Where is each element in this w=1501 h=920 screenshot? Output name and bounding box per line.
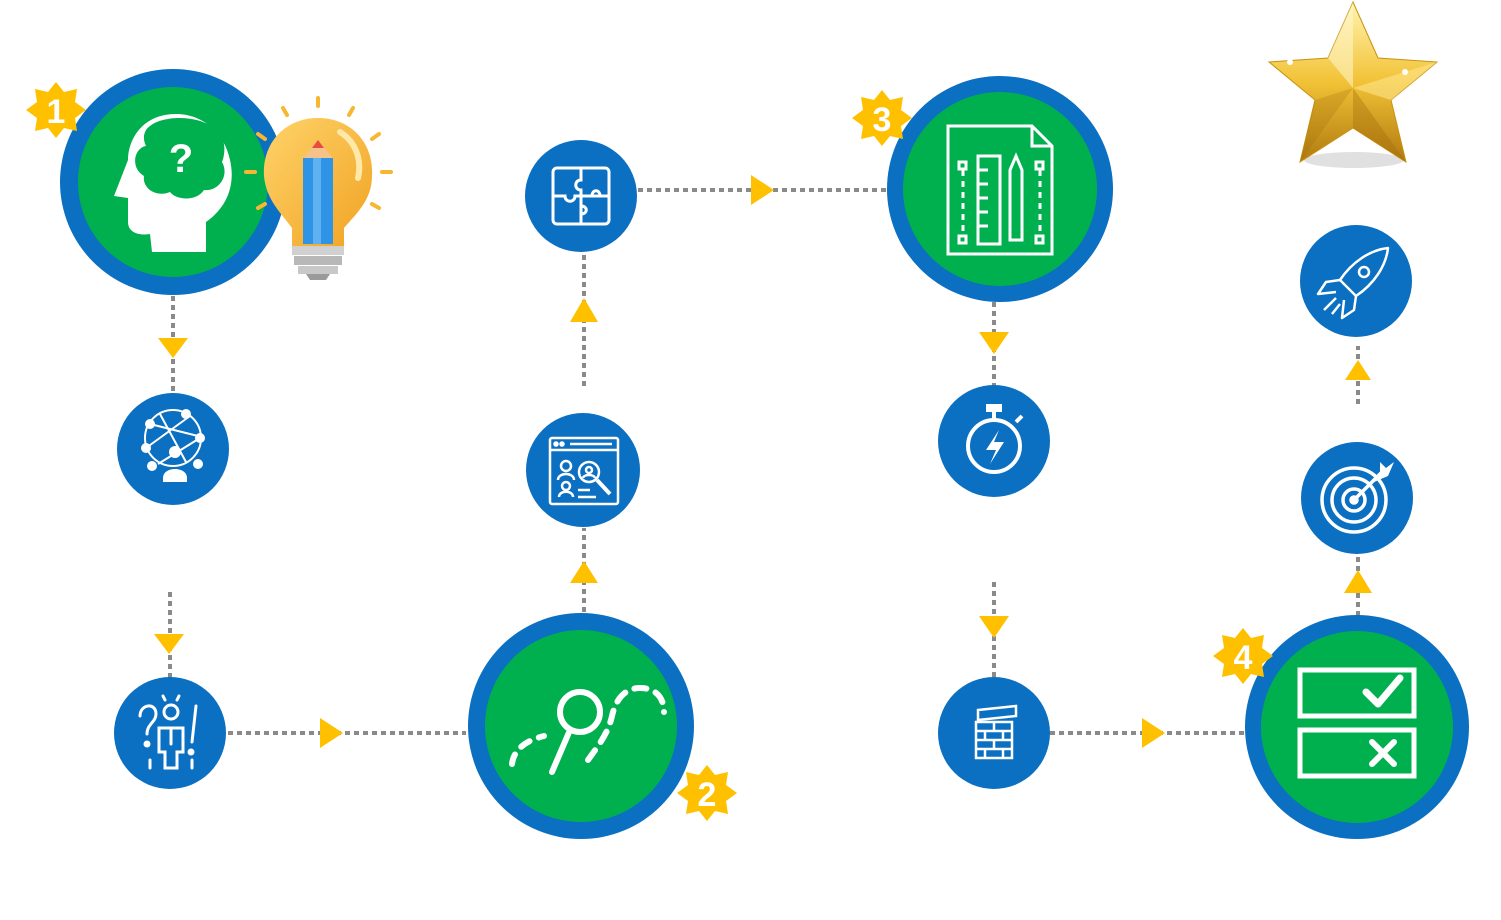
profile-search-icon	[548, 436, 620, 506]
arrow-down-icon	[979, 332, 1009, 354]
node-puzzle	[525, 140, 637, 252]
confused-person-icon	[138, 694, 198, 770]
badge-star-icon	[852, 90, 912, 146]
node-stopwatch	[938, 385, 1050, 497]
lightbulb-pencil-icon	[244, 96, 393, 280]
step-4-badge: 4	[1213, 628, 1273, 684]
step-3-badge-label: 3	[873, 101, 892, 139]
step-2: 2	[468, 613, 737, 839]
step-1-badge: 1	[26, 82, 86, 138]
brain-question-icon: ?	[114, 114, 232, 252]
badge-star-icon	[26, 82, 86, 138]
node-profile-search-disc	[526, 413, 640, 527]
arrow-down-icon	[158, 338, 188, 358]
node-profile-search	[526, 413, 640, 527]
node-bricks	[938, 677, 1050, 789]
node-target	[1301, 442, 1413, 554]
magnifier-path-icon	[509, 684, 667, 775]
network-person-icon	[141, 409, 205, 482]
node-rocket	[1300, 225, 1412, 337]
step-4: 4	[1213, 615, 1469, 839]
badge-star-icon	[677, 765, 737, 821]
arrow-down-icon	[154, 634, 184, 654]
brick-stack-icon	[974, 704, 1018, 760]
arrow-right-icon	[1142, 718, 1165, 748]
arrow-right-icon	[320, 718, 343, 748]
arrow-up-icon	[570, 298, 598, 322]
step-2-badge-label: 2	[698, 776, 717, 814]
svg-text:?: ?	[169, 137, 193, 181]
node-bricks-disc	[938, 677, 1050, 789]
step-3: 3	[852, 76, 1113, 302]
arrow-up-icon	[1345, 360, 1371, 380]
gold-star-icon	[1267, 0, 1439, 168]
node-confused	[114, 677, 226, 789]
checklist-check-cross-icon	[1297, 667, 1417, 779]
step-1-badge-label: 1	[47, 93, 66, 131]
badge-star-icon	[1213, 628, 1273, 684]
rocket-icon	[1316, 246, 1390, 320]
node-network	[117, 393, 229, 505]
target-icon	[1320, 462, 1394, 534]
blueprint-ruler-pencil-icon	[946, 124, 1054, 256]
step-2-disc	[485, 630, 677, 822]
step-3-badge: 3	[852, 90, 912, 146]
stopwatch-icon	[966, 404, 1024, 474]
node-rocket-disc	[1300, 225, 1412, 337]
arrow-right-icon	[751, 175, 774, 205]
arrow-up-icon	[1344, 570, 1372, 593]
step-4-badge-label: 4	[1234, 639, 1253, 677]
arrows	[154, 175, 1372, 748]
step-4-disc	[1261, 631, 1453, 823]
step-1: ? 1	[26, 69, 286, 295]
connectors	[168, 188, 1360, 735]
arrow-down-icon	[979, 616, 1009, 638]
step-2-badge: 2	[677, 765, 737, 821]
arrow-up-icon	[570, 561, 598, 583]
puzzle-icon	[551, 166, 611, 226]
